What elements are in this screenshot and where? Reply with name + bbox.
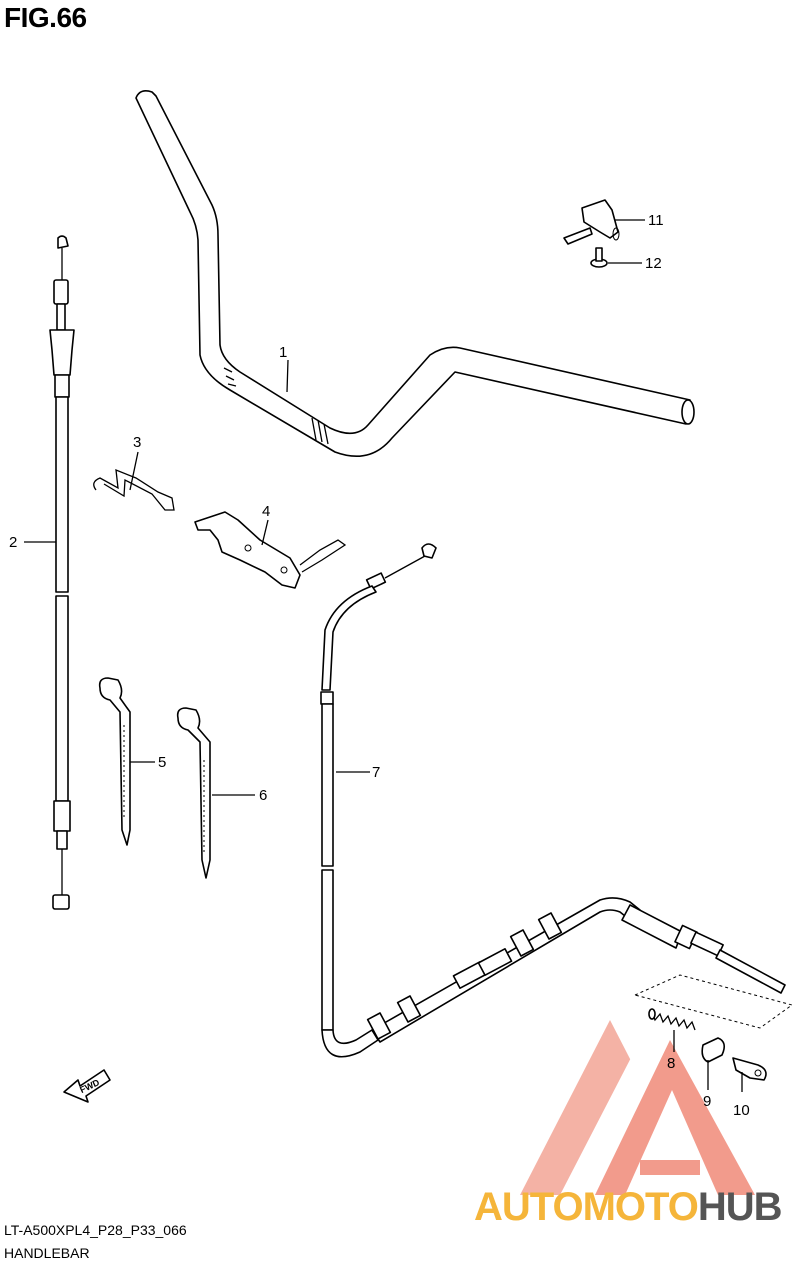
part-12-screw: 12 <box>590 247 662 272</box>
callout-1: 1 <box>279 344 287 361</box>
part-1-handlebar: 1 <box>135 90 695 458</box>
callout-7: 7 <box>372 764 380 781</box>
part-7-cable: 7 <box>320 543 786 1058</box>
part-6-cable-tie: 6 <box>176 707 267 879</box>
callout-9: 9 <box>703 1093 711 1110</box>
part-3-clip: 3 <box>93 434 175 511</box>
fwd-arrow: FWD <box>63 1069 111 1103</box>
part-4-bracket: 4 <box>194 503 347 589</box>
watermark-logo <box>520 1020 755 1195</box>
callout-3: 3 <box>133 434 141 451</box>
part-11-bracket: 11 <box>563 199 664 245</box>
section-name: HANDLEBAR <box>4 1245 90 1261</box>
callout-11: 11 <box>648 212 664 229</box>
kit-outline <box>633 974 794 1029</box>
part-10-adjuster: 10 <box>732 1057 767 1119</box>
watermark-text: AUTOMOTOHUB <box>474 1185 783 1229</box>
figure-code: LT-A500XPL4_P28_P33_066 <box>4 1222 187 1238</box>
callout-12: 12 <box>645 255 662 272</box>
svg-text:AUTOMOTOHUB: AUTOMOTOHUB <box>474 1185 782 1229</box>
callout-6: 6 <box>259 787 267 804</box>
part-8-spring: 8 <box>648 1008 696 1072</box>
part-2-cable: 2 <box>9 235 75 910</box>
callout-5: 5 <box>158 754 166 771</box>
watermark-part-a: AUTOMOTO <box>474 1185 698 1229</box>
watermark-part-b: HUB <box>698 1185 782 1229</box>
callout-4: 4 <box>262 503 270 520</box>
figure-title: FIG.66 <box>4 2 87 33</box>
part-9-collar: 9 <box>701 1037 726 1110</box>
part-5-cable-tie: 5 <box>98 677 166 846</box>
callout-8: 8 <box>667 1055 675 1072</box>
callout-2: 2 <box>9 534 17 551</box>
callout-10: 10 <box>733 1102 750 1119</box>
